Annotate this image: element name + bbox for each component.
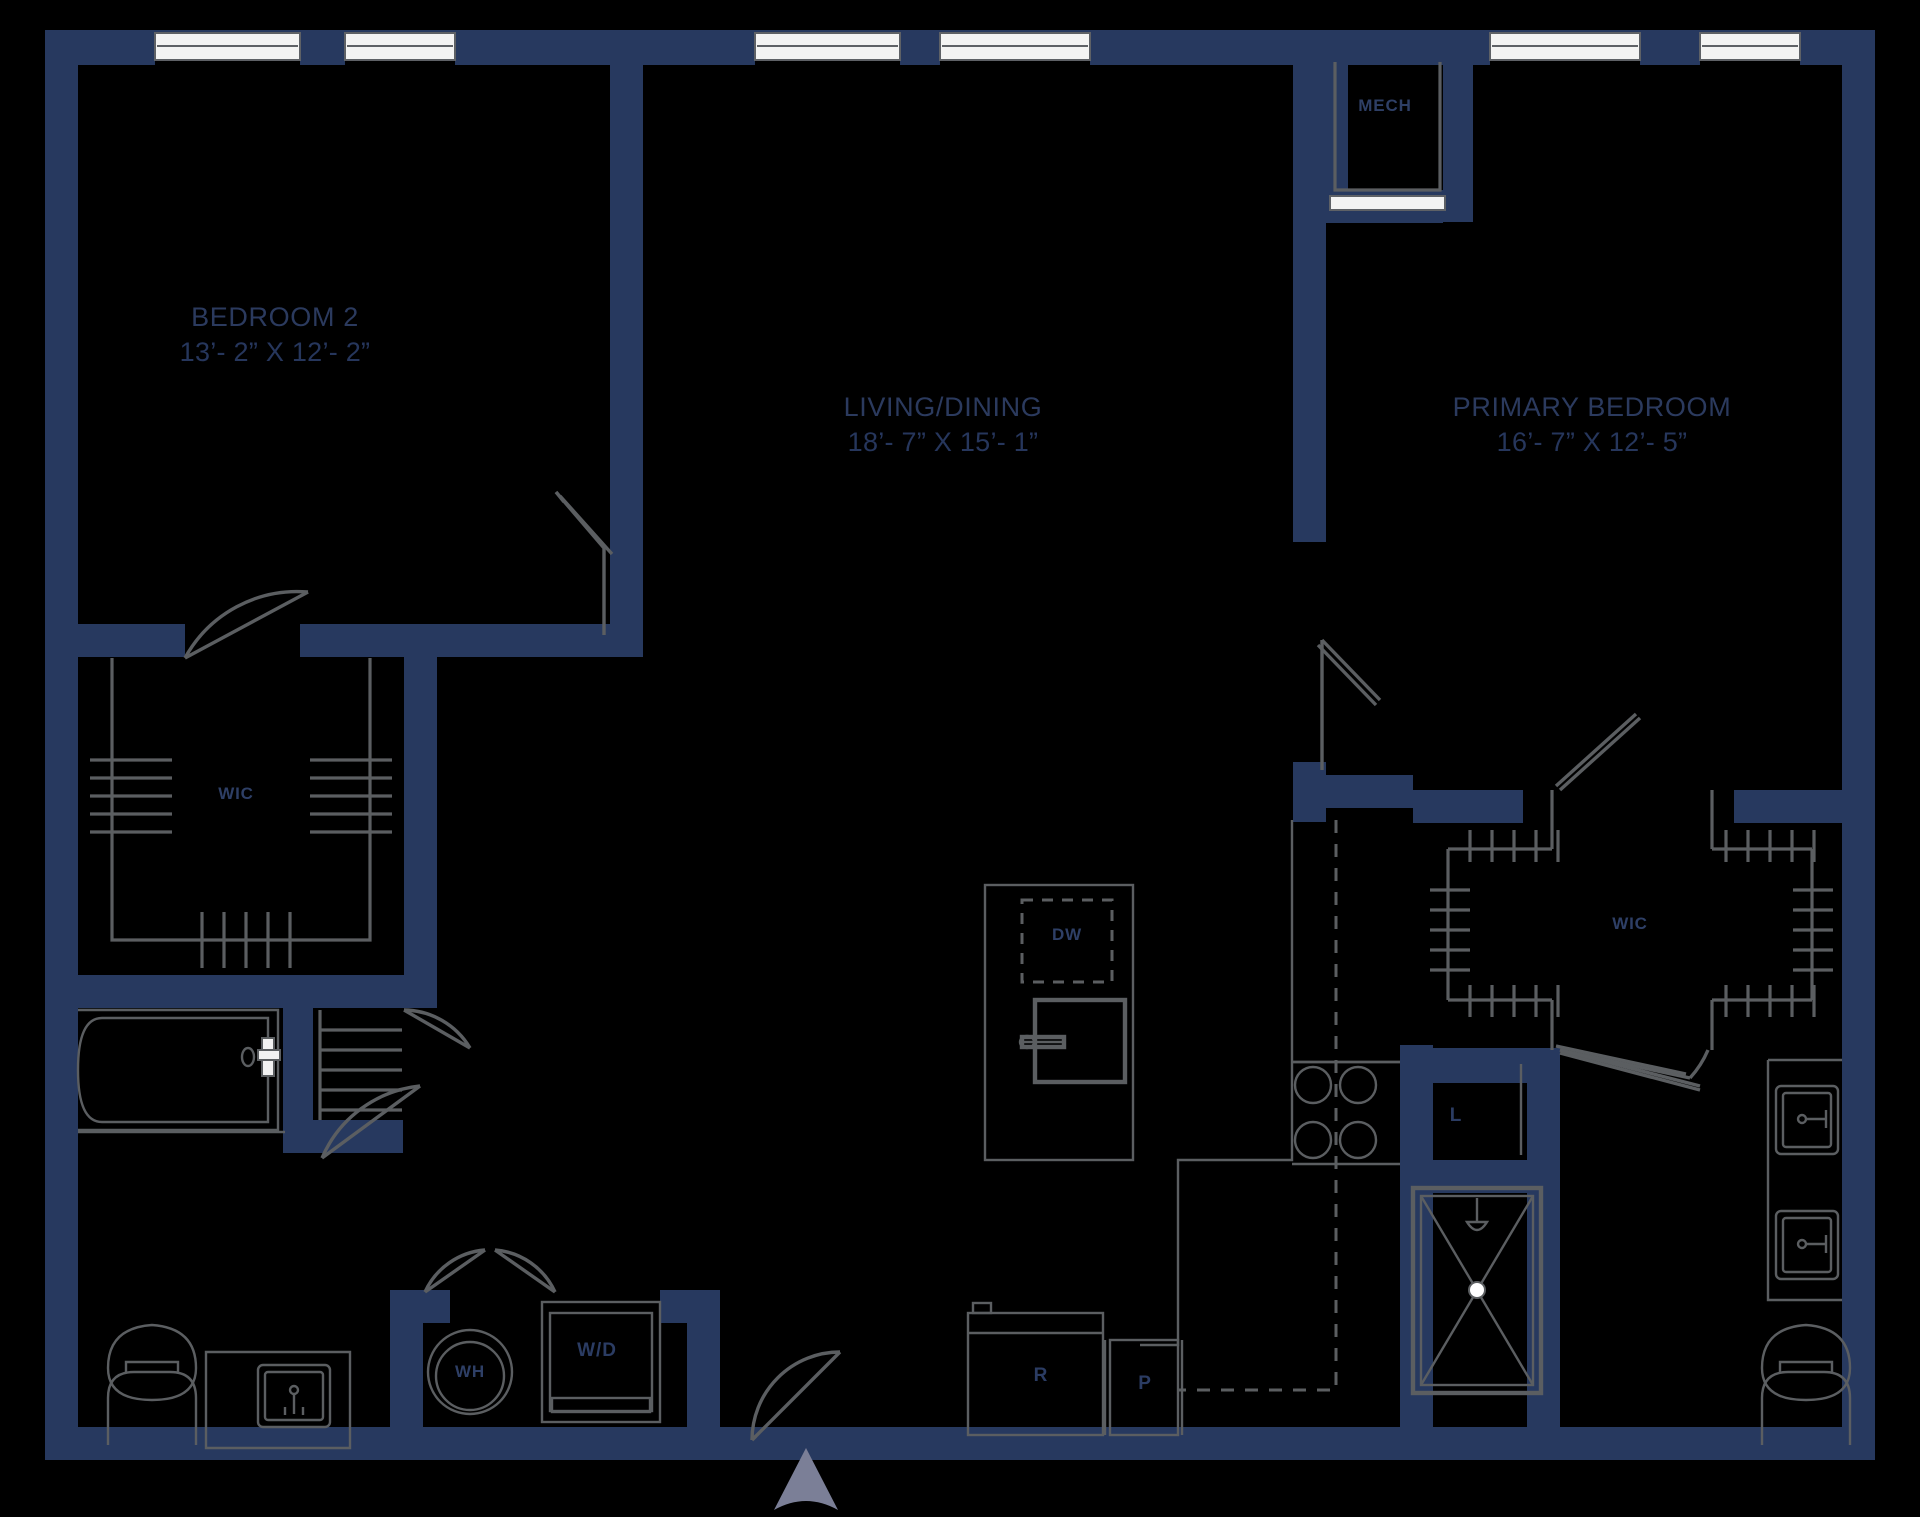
bathtub	[76, 1008, 285, 1134]
toilet-primary	[1760, 1323, 1852, 1445]
toilet-bath2	[106, 1323, 198, 1445]
closet-wic-left	[90, 589, 392, 968]
pantry	[1103, 1338, 1184, 1437]
door-primary-bedroom	[1316, 638, 1382, 770]
shower	[1410, 1185, 1544, 1396]
door-bedroom2	[554, 490, 614, 635]
windows	[154, 32, 1801, 61]
kitchen-counters	[1140, 820, 1400, 1392]
washer-dryer	[540, 1300, 662, 1424]
refrigerator	[966, 1301, 1105, 1437]
entry-door	[750, 1350, 842, 1442]
vanity-bath2	[204, 1350, 352, 1450]
door-primary-bath	[1559, 1048, 1701, 1092]
water-heater	[426, 1328, 514, 1416]
laundry-doors	[423, 1248, 557, 1294]
kitchen-island	[983, 883, 1135, 1162]
north-arrow-icon	[774, 1448, 838, 1510]
closet-bath2	[318, 1008, 472, 1160]
closet-wic-primary	[1430, 712, 1833, 1080]
primary-vanity	[1766, 1058, 1842, 1302]
mech-closet	[1329, 62, 1446, 211]
